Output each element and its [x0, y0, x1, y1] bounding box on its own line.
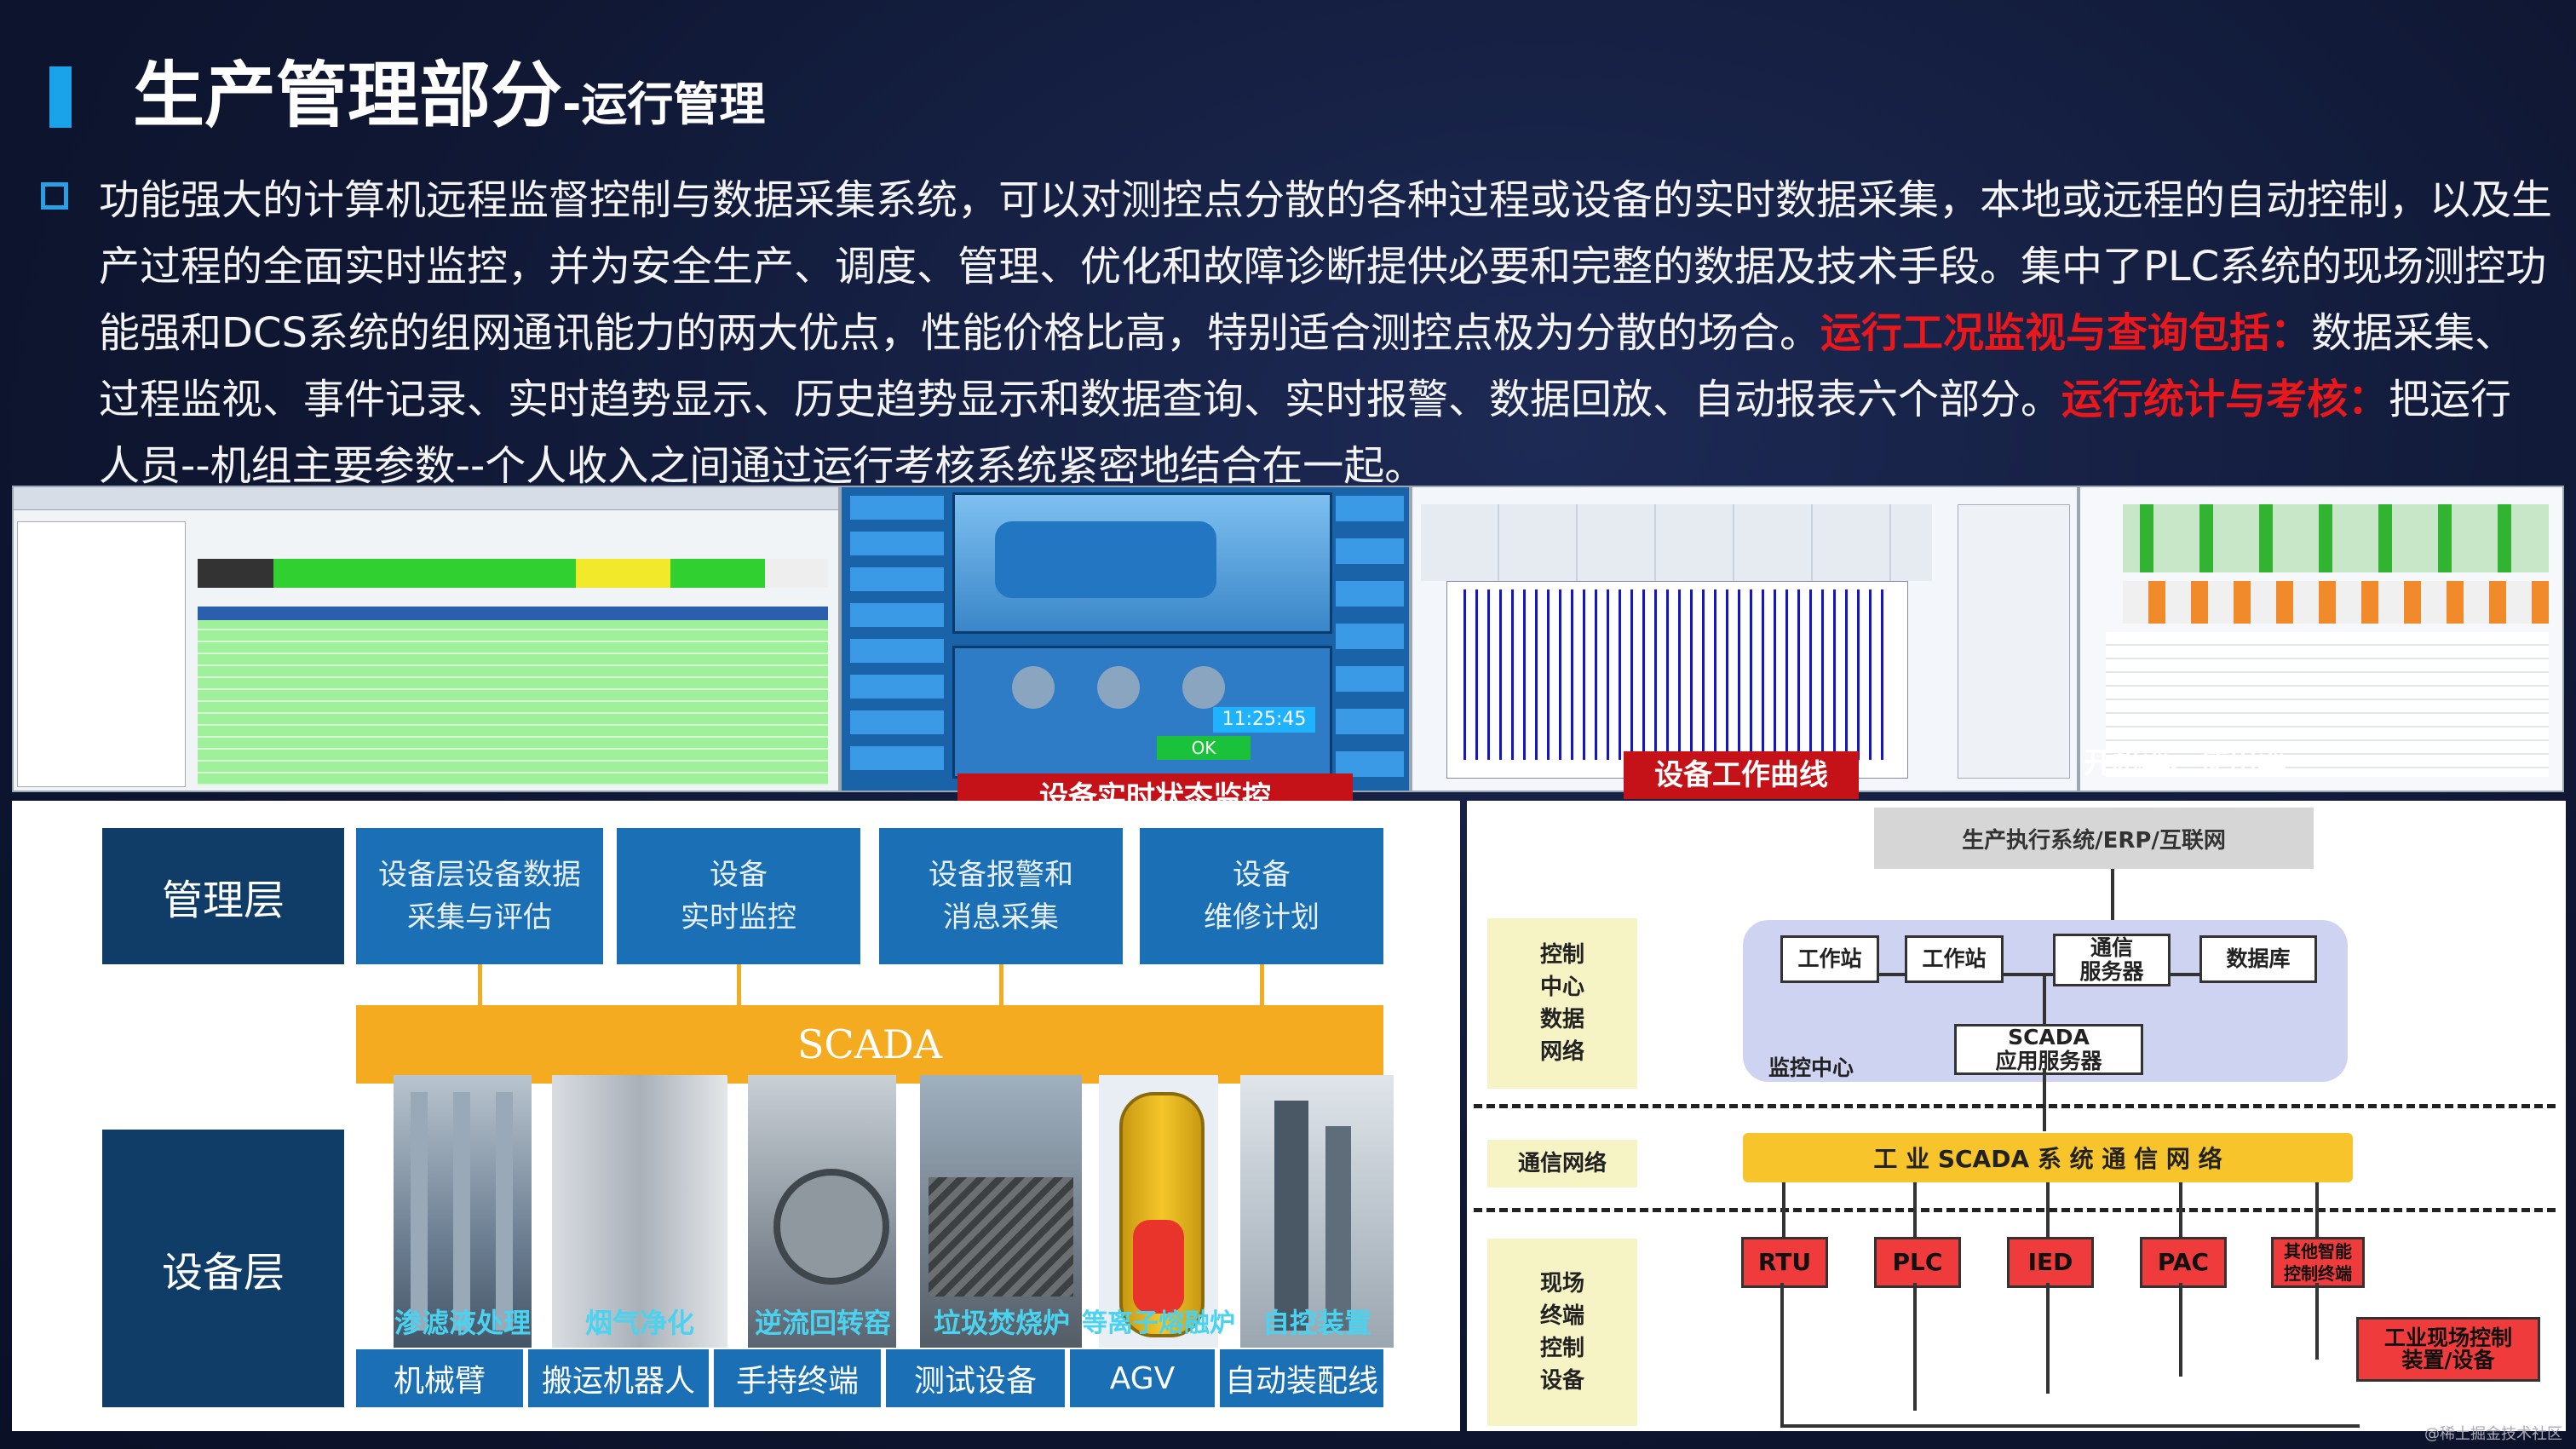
caption-usage-rate: 开机率、使用率: [2084, 746, 2286, 780]
node-comm-server: 通信 服务器: [2053, 934, 2171, 986]
ok-indicator: OK: [1157, 736, 1251, 760]
terminal-plc: PLC: [1874, 1237, 1961, 1288]
mgmt-item-maintenance-plan: 设备 维修计划: [1140, 828, 1383, 964]
caption-leachate: 渗滤液处理: [394, 1307, 531, 1339]
node-database: 数据库: [2199, 935, 2317, 983]
connector-line: [999, 964, 1003, 1005]
equipment-photo-plasma-furnace: [1099, 1075, 1218, 1348]
screenshot-work-curve: [1411, 486, 2079, 792]
scada-bar: SCADA: [356, 1005, 1383, 1084]
device-layer-box: 设备层: [102, 1130, 344, 1407]
connector-line: [2046, 1182, 2050, 1237]
caption-work-curve: 设备工作曲线: [1624, 751, 1859, 799]
scada-comm-network-bar: 工 业 SCADA 系 统 通 信 网 络: [1743, 1133, 2353, 1182]
connector-line: [1811, 973, 2271, 976]
label-comm-network: 通信网络: [1487, 1140, 1637, 1187]
connector-line: [478, 964, 482, 1005]
equipment-photo-incinerator: [920, 1075, 1082, 1348]
device-handheld-terminal: 手持终端: [714, 1349, 881, 1407]
management-layer-box: 管理层: [102, 828, 344, 964]
mgmt-item-alarm-collection: 设备报警和 消息采集: [879, 828, 1123, 964]
title-subtitle: -运行管理: [562, 78, 766, 131]
intro-text-2: 数据采集、过程监视、事件记录、实时趋势显示、历史趋势显示和数据查询、实时报警、数…: [99, 309, 2516, 423]
connector-line: [1913, 1283, 1917, 1411]
node-workstation-1: 工作站: [1780, 935, 1879, 983]
equipment-photo-flue-gas: [552, 1075, 727, 1348]
title-text: 生产管理部分: [133, 54, 563, 137]
device-assembly-line: 自动装配线: [1220, 1349, 1383, 1407]
mgmt-item-data-collection: 设备层设备数据 采集与评估: [356, 828, 603, 964]
caption-incinerator: 垃圾焚烧炉: [933, 1307, 1070, 1339]
connector-line: [737, 964, 741, 1005]
screenshot-data-table: [12, 486, 840, 792]
connector-line: [1782, 1182, 1785, 1237]
device-robot-arm: 机械臂: [356, 1349, 523, 1407]
watermark: @稀土掘金技术社区: [2424, 1425, 2562, 1443]
intro-text-3: 把运行人员--机组主要参数--个人收入之间通过运行考核系统紧密地结合在一起。: [99, 376, 2512, 490]
node-scada-app-server: SCADA 应用服务器: [1954, 1024, 2143, 1075]
device-test-equipment: 测试设备: [886, 1349, 1065, 1407]
screenshot-usage-rate: [2079, 486, 2564, 792]
connector-line: [1780, 1283, 1784, 1428]
clock-display: 11:25:45: [1213, 707, 1315, 733]
caption-control-unit: 自控装置: [1262, 1307, 1371, 1339]
connector-line: [2179, 1283, 2182, 1377]
intro-highlight-1: 运行工况监视与查询包括：: [1820, 309, 2311, 357]
connector-line: [2046, 1283, 2050, 1394]
intro-highlight-2: 运行统计与考核：: [2061, 376, 2389, 423]
label-field-terminal-devices: 现场 终端 控制 设备: [1487, 1239, 1637, 1426]
connector-line: [1260, 964, 1264, 1005]
connector-line: [2315, 1283, 2319, 1360]
dashed-separator: [1474, 1104, 2556, 1108]
terminal-ied: IED: [2007, 1237, 2094, 1288]
caption-plasma-furnace: 等离子熔融炉: [1082, 1308, 1235, 1338]
caption-rotary-kiln: 逆流回转窑: [754, 1307, 891, 1339]
screenshot-device-status: 11:25:45 OK: [840, 486, 1411, 792]
connector-line: [2043, 976, 2046, 1026]
connector-line: [1913, 1182, 1917, 1237]
equipment-photo-rotary-kiln: [748, 1075, 896, 1348]
device-agv: AGV: [1070, 1349, 1215, 1407]
connector-line: [1780, 1424, 2360, 1428]
title-accent-bar: [49, 66, 72, 128]
connector-line: [2315, 1182, 2319, 1237]
dashed-separator: [1474, 1208, 2556, 1212]
terminal-pac: PAC: [2140, 1237, 2227, 1288]
erp-internet-box: 生产执行系统/ERP/互联网: [1874, 808, 2314, 869]
connector-line: [2111, 869, 2114, 922]
terminal-rtu: RTU: [1741, 1237, 1828, 1288]
terminal-other-smart: 其他智能 控制终端: [2271, 1237, 2365, 1288]
label-control-center-network: 控制 中心 数据 网络: [1487, 918, 1637, 1089]
square-bullet-icon: [41, 182, 68, 210]
field-control-device: 工业现场控制 装置/设备: [2356, 1317, 2540, 1382]
caption-flue-gas: 烟气净化: [584, 1307, 694, 1339]
connector-line: [2043, 1070, 2046, 1131]
label-monitor-center: 监控中心: [1768, 1055, 1854, 1080]
connector-line: [2179, 1182, 2182, 1237]
page-title: 生产管理部分-运行管理: [133, 60, 765, 131]
node-workstation-2: 工作站: [1905, 935, 2004, 983]
intro-paragraph: 功能强大的计算机远程监督控制与数据采集系统，可以对测控点分散的各种过程或设备的实…: [99, 167, 2552, 499]
equipment-photo-leachate: [394, 1075, 532, 1348]
intro-text-1: 功能强大的计算机远程监督控制与数据采集系统，可以对测控点分散的各种过程或设备的实…: [99, 176, 2553, 357]
equipment-photo-control-unit: [1240, 1075, 1394, 1348]
device-transport-robot: 搬运机器人: [528, 1349, 709, 1407]
mgmt-item-realtime-monitor: 设备 实时监控: [617, 828, 860, 964]
